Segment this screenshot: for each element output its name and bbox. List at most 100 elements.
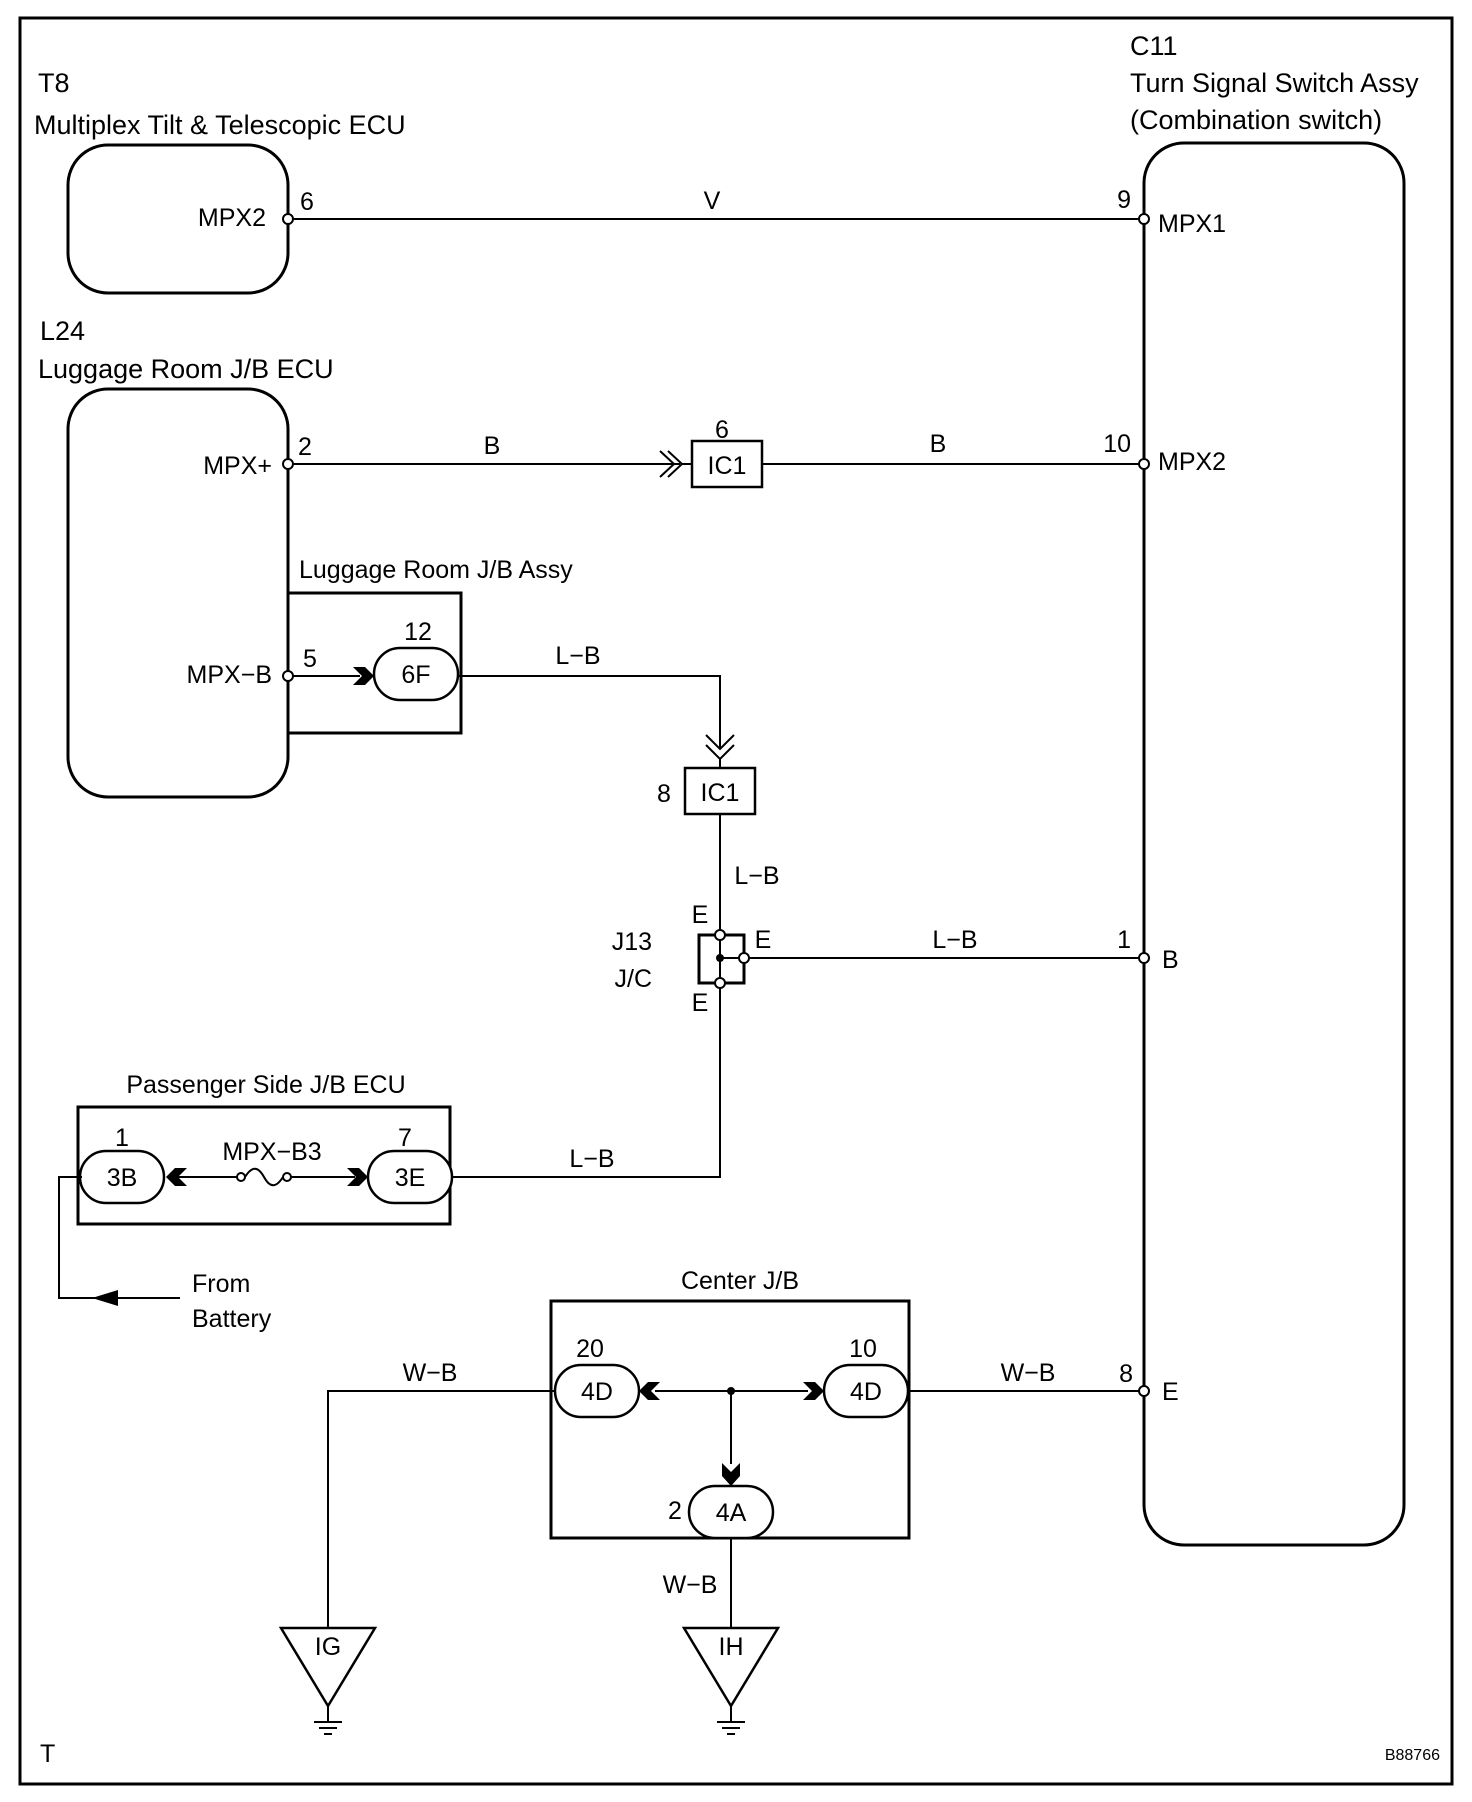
wire-labels: V B B L−B L−B L−B L−B W−B W−B W−B (403, 187, 1056, 1599)
chevron-left-icon (166, 1168, 187, 1186)
ground-icon (314, 1721, 342, 1735)
passenger-fuse-label: MPX−B3 (222, 1138, 321, 1166)
luggage-6f-connector (372, 646, 460, 702)
j13-pin-bottom: E (692, 989, 709, 1017)
c11-switch-box (1142, 141, 1406, 1547)
luggage-jb-assy: Luggage Room J/B Assy 12 6F (286, 556, 573, 735)
fuse-icon (236, 1167, 292, 1187)
connector-arrows (92, 450, 824, 1486)
l24-ecu: L24 Luggage Room J/B ECU MPX+ 2 MPX−B 5 (38, 316, 334, 799)
c11-pin-8-terminal (1138, 1385, 1150, 1397)
wire-ig-4d (327, 1390, 555, 1628)
ground-ih-triangle (681, 1626, 781, 1709)
arrow-left-icon (92, 1290, 118, 1306)
t8-name: Multiplex Tilt & Telescopic ECU (34, 110, 406, 140)
wire-label-ig-4d: W−B (403, 1359, 458, 1387)
l24-ecu-box (66, 387, 290, 799)
wire-label-j13-c11: L−B (932, 926, 977, 954)
wire-label-t8-c11: V (704, 187, 721, 215)
center-4a-label: 4A (716, 1499, 747, 1527)
c11-pin-8-label: E (1162, 1378, 1179, 1406)
c11-subname: (Combination switch) (1130, 105, 1382, 135)
l24-pin-5-number: 5 (303, 645, 317, 673)
chevron-down-icon (722, 1463, 740, 1486)
c11-switch: C11 Turn Signal Switch Assy (Combination… (1103, 31, 1419, 1547)
wire-j13-3e (452, 988, 721, 1178)
c11-code: C11 (1130, 31, 1178, 61)
wires (58, 218, 1141, 1628)
center-4d-right-label: 4D (850, 1378, 882, 1406)
t8-code: T8 (38, 68, 70, 98)
l24-pin-5-terminal (282, 670, 294, 682)
c11-pin-9-terminal (1138, 213, 1150, 225)
ground-ih: IH (681, 1626, 781, 1735)
center-4d-right-pin: 10 (849, 1335, 877, 1363)
c11-pin-1-number: 1 (1117, 926, 1131, 954)
luggage-6f-pin: 12 (404, 618, 432, 646)
battery-line2: Battery (192, 1305, 272, 1333)
wire-label-ic1-j13: L−B (734, 862, 779, 890)
chevron-right-icon (347, 1168, 368, 1186)
j13-pin-right: E (755, 926, 772, 954)
t8-ecu: T8 Multiplex Tilt & Telescopic ECU MPX2 … (34, 68, 406, 295)
l24-pin-5-label: MPX−B (187, 661, 272, 689)
chevron-right-icon (803, 1382, 824, 1400)
passenger-3b-pin: 1 (115, 1124, 129, 1152)
passenger-jb-ecu: Passenger Side J/B ECU 1 3B MPX−B3 7 3E (76, 1071, 454, 1226)
chevron-right-icon (353, 667, 374, 685)
outer-frame (18, 16, 1454, 1786)
t8-pin-number: 6 (300, 188, 314, 216)
ground-ig: IG (278, 1626, 378, 1735)
c11-pin-1-label: B (1162, 946, 1179, 974)
c11-pin-10-label: MPX2 (1158, 448, 1226, 476)
ground-ig-triangle (278, 1626, 378, 1709)
c11-name: Turn Signal Switch Assy (1130, 68, 1419, 98)
j13-pin-top: E (692, 901, 709, 929)
center-junction-dot (727, 1387, 735, 1395)
l24-pin-2-terminal (282, 458, 294, 470)
wire-label-j13-3e: L−B (569, 1145, 614, 1173)
c11-pin-9-label: MPX1 (1158, 210, 1226, 238)
wire-label-ic1-c11: B (930, 430, 947, 458)
ic1-top-pin: 6 (715, 416, 729, 444)
l24-code: L24 (40, 316, 85, 346)
c11-pin-10-number: 10 (1103, 430, 1131, 458)
wire-label-l24-ic1: B (484, 432, 501, 460)
passenger-jb-name: Passenger Side J/B ECU (126, 1071, 405, 1099)
ic1-mid: 8 IC1 (657, 766, 757, 816)
c11-pin-8-number: 8 (1119, 1360, 1133, 1388)
l24-pin-2-label: MPX+ (203, 452, 272, 480)
ic1-mid-label: IC1 (701, 779, 740, 807)
ic1-top: 6 IC1 (690, 416, 764, 489)
ground-ig-label: IG (315, 1633, 341, 1661)
footer-left: T (40, 1740, 55, 1768)
c11-pin-1-terminal (1138, 952, 1150, 964)
footer-code: B88766 (1385, 1747, 1440, 1764)
center-4a-pin: 2 (668, 1497, 682, 1525)
t8-pin-terminal (282, 213, 294, 225)
luggage-jb-assy-name: Luggage Room J/B Assy (299, 556, 573, 584)
j13-terminal-right (738, 952, 750, 964)
passenger-3e-pin: 7 (398, 1124, 412, 1152)
wire-label-4d-c11: W−B (1001, 1359, 1056, 1387)
wire-label-4a-ih: W−B (663, 1571, 718, 1599)
passenger-3b-label: 3B (107, 1164, 138, 1192)
ground-icon (717, 1721, 745, 1735)
pin-terminals (282, 213, 1150, 1397)
j13-name: J/C (615, 965, 653, 993)
battery-line1: From (192, 1270, 250, 1298)
double-chevron-down-icon (705, 734, 735, 768)
chevron-left-icon (639, 1382, 660, 1400)
ground-ih-label: IH (719, 1633, 744, 1661)
j13-terminal-bottom (714, 977, 726, 989)
double-chevron-right-icon (659, 450, 692, 478)
j13-terminal-top (714, 929, 726, 941)
center-4d-left-pin: 20 (576, 1335, 604, 1363)
l24-pin-2-number: 2 (298, 433, 312, 461)
wire-battery (58, 1176, 180, 1299)
t8-pin-label: MPX2 (198, 204, 266, 232)
ic1-mid-pin: 8 (657, 780, 671, 808)
c11-pin-10-terminal (1138, 458, 1150, 470)
center-jb: Center J/B 20 4D 10 4D 2 4A (549, 1267, 911, 1540)
